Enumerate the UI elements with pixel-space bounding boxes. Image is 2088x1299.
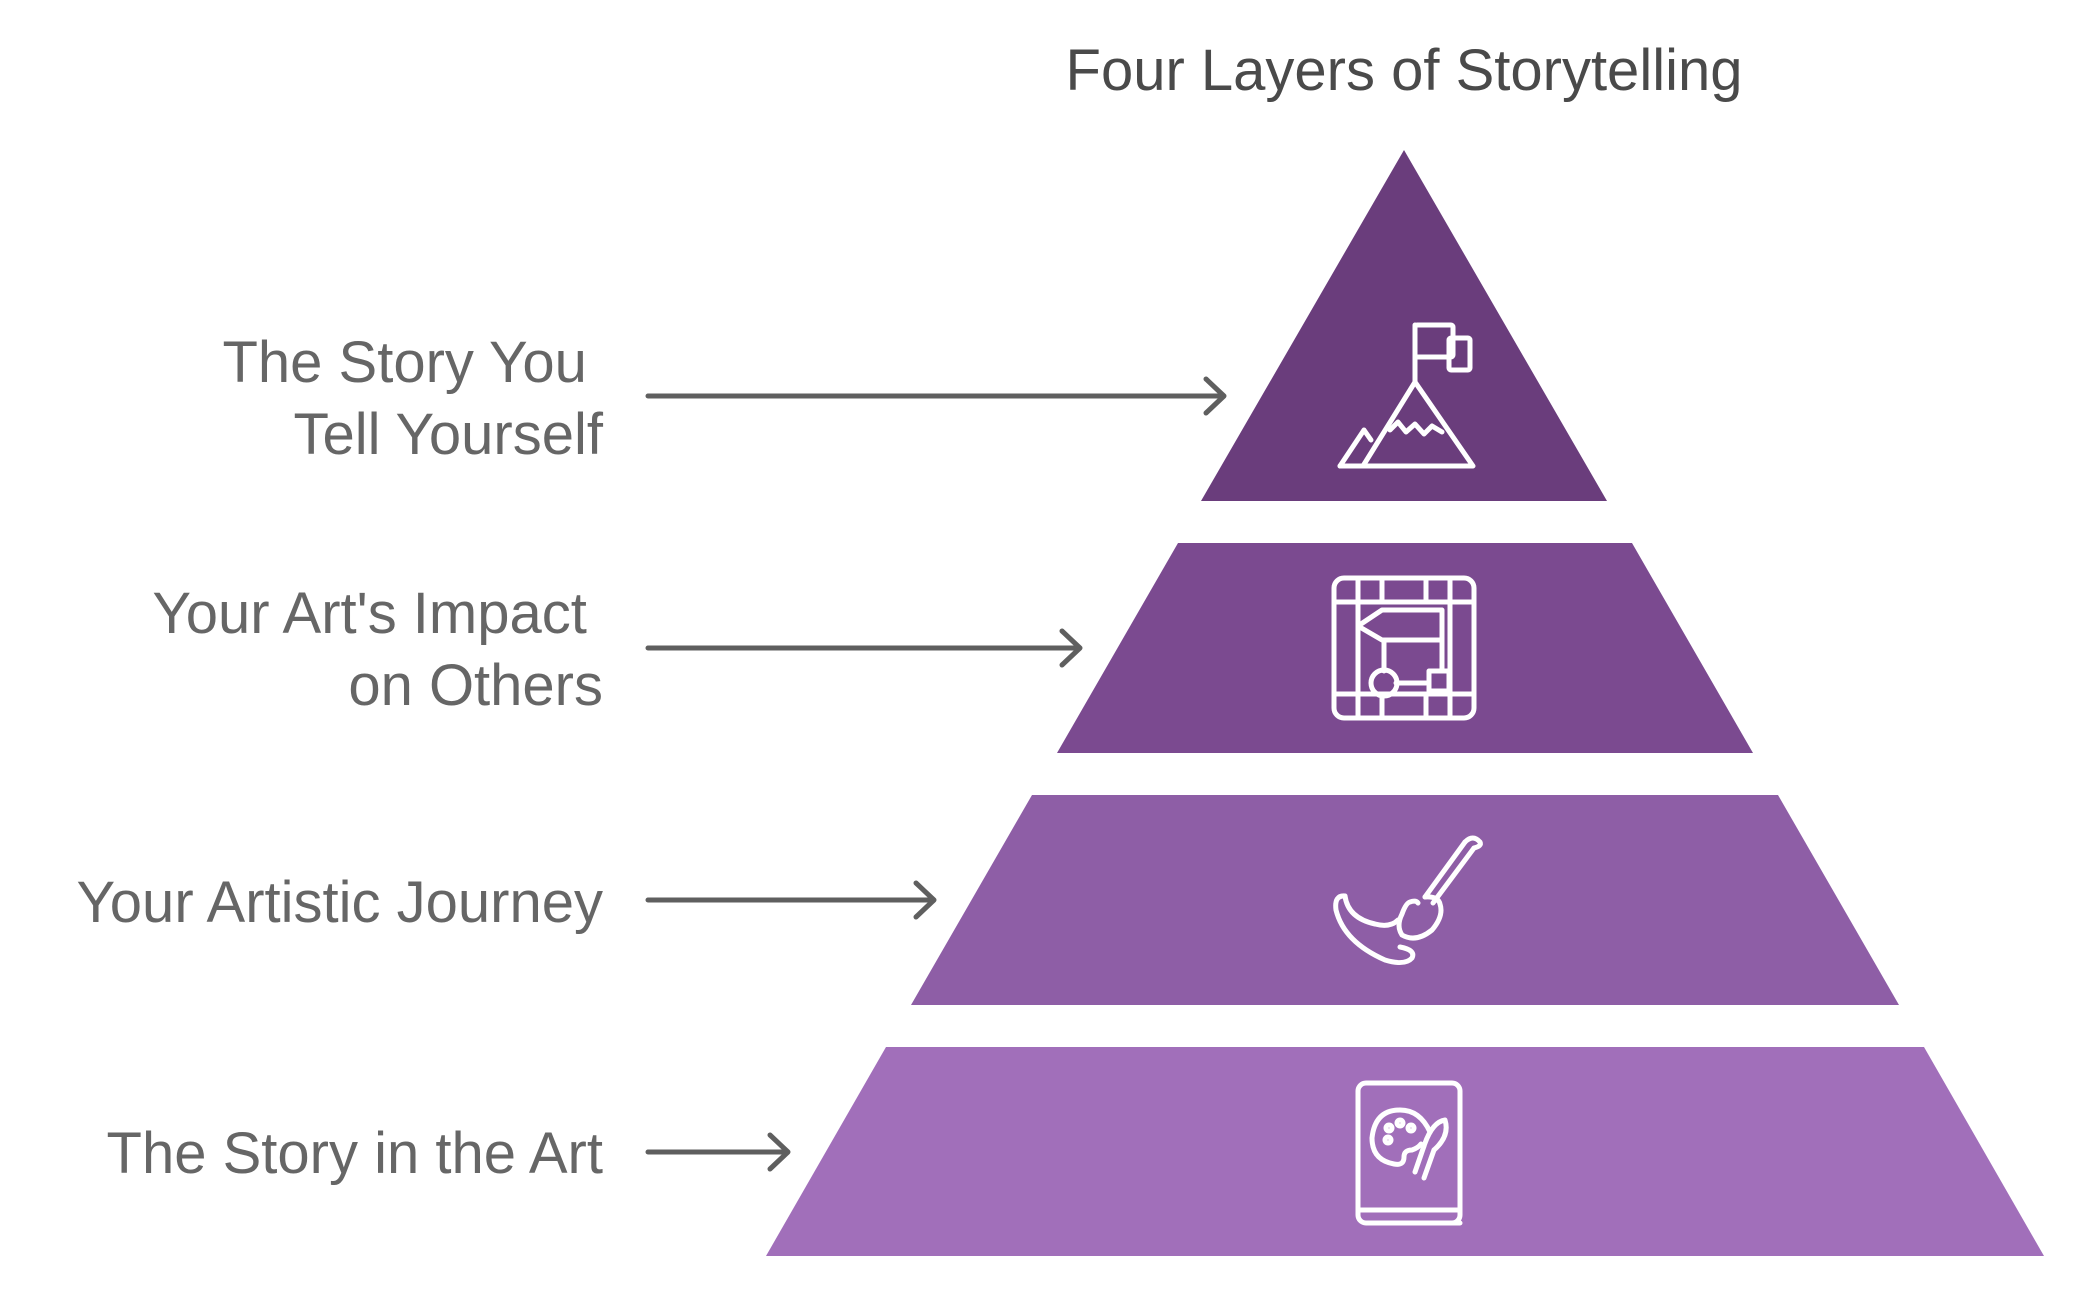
layer-2-label-line-1: Your Art's Impact bbox=[152, 581, 586, 646]
layer-2-label-line-2: on Others bbox=[348, 653, 603, 718]
layer-4-arrow bbox=[645, 1132, 791, 1172]
layer-3-annotation: Your Artistic Journey bbox=[76, 870, 937, 935]
layer-2-annotation: Your Art's Impact on Others bbox=[152, 581, 1083, 718]
layer-4-label-line-1: The Story in the Art bbox=[107, 1121, 603, 1186]
layer-2-label: Your Art's Impact on Others bbox=[152, 581, 603, 718]
layer-1-label-line-1: The Story You bbox=[223, 330, 587, 395]
layer-1-annotation: The Story You Tell Yourself bbox=[223, 330, 1227, 467]
layer-4-label: The Story in the Art bbox=[107, 1121, 603, 1186]
layer-1-arrow bbox=[645, 376, 1227, 416]
pyramid-layer-2 bbox=[1057, 543, 1753, 753]
art-book-palette-icon bbox=[1355, 1080, 1463, 1226]
layer-1-label-line-2: Tell Yourself bbox=[293, 402, 603, 467]
layer-2-arrow bbox=[645, 628, 1083, 668]
layer-1-label: The Story You Tell Yourself bbox=[223, 330, 604, 467]
mountain-flag-icon bbox=[1337, 322, 1476, 469]
layer-4-annotation: The Story in the Art bbox=[107, 1121, 791, 1186]
paintbrush-stroke-icon bbox=[1333, 835, 1483, 966]
pyramid-layer-1 bbox=[1201, 150, 1607, 501]
layer-3-label: Your Artistic Journey bbox=[76, 870, 603, 935]
layer-3-label-line-1: Your Artistic Journey bbox=[76, 870, 603, 935]
layer-3-arrow bbox=[645, 880, 937, 920]
diagram-title: Four Layers of Storytelling bbox=[1066, 38, 1743, 103]
pyramid-layer-3 bbox=[911, 795, 1899, 1005]
pyramid bbox=[766, 150, 2044, 1256]
board-game-map-icon bbox=[1331, 575, 1477, 721]
